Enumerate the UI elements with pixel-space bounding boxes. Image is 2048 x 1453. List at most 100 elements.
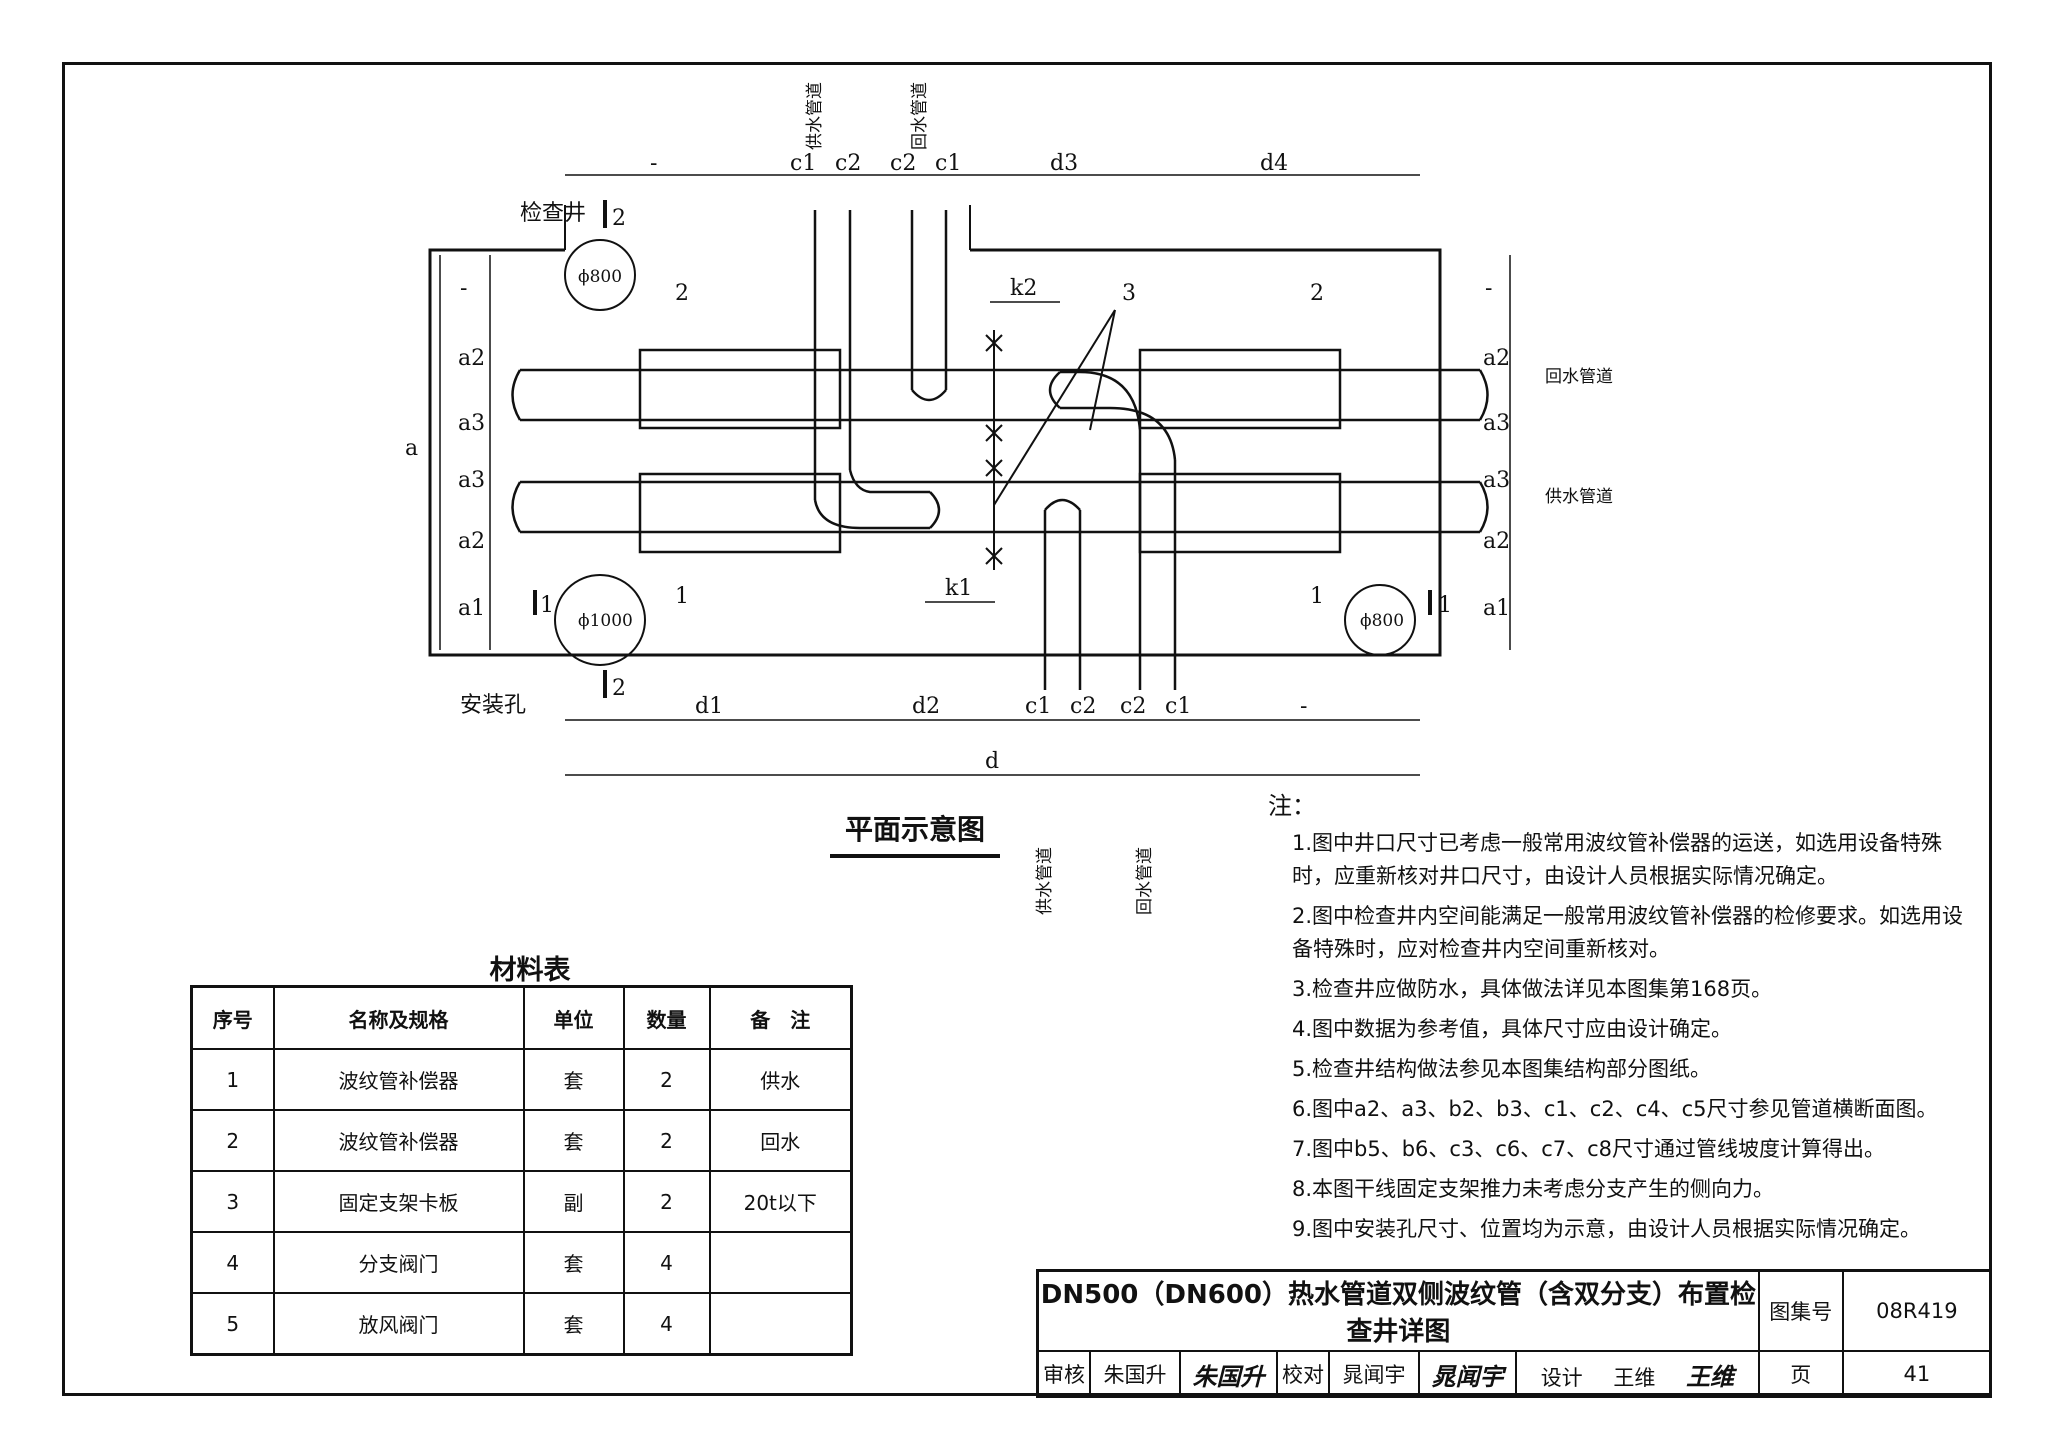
- section-mark-1-left: 1: [540, 593, 554, 618]
- page-label: 页: [1757, 1350, 1844, 1398]
- dim-right-4: a2: [1483, 529, 1510, 554]
- cell-name: 固定支架卡板: [272, 1170, 525, 1233]
- compensator-supply-left: [638, 472, 842, 554]
- callout-2-right: 2: [1310, 281, 1324, 306]
- dim-top-0: -: [650, 151, 657, 176]
- reviewer-signature: 朱国升: [1179, 1350, 1278, 1398]
- header-name: 名称及规格: [272, 985, 525, 1050]
- header-remark: 备 注: [708, 985, 853, 1050]
- dim-top-1: c1: [790, 151, 816, 176]
- cell-name: 分支阀门: [272, 1231, 525, 1294]
- section-mark-2-bottom: 2: [612, 676, 626, 701]
- dim-bottom-5: c1: [1165, 694, 1191, 719]
- header-unit: 单位: [522, 985, 625, 1050]
- table-row: 2 波纹管补偿器 套 2 回水: [190, 1109, 853, 1172]
- callout-1-right: 1: [1310, 584, 1324, 609]
- check-label: 校对: [1276, 1350, 1330, 1398]
- cell-unit: 套: [522, 1048, 625, 1111]
- review-label: 审核: [1036, 1350, 1091, 1398]
- dim-right-2: a3: [1483, 411, 1510, 436]
- cell-remark: 回水: [708, 1109, 853, 1172]
- design-cells: 设计 王维 王维: [1515, 1350, 1760, 1398]
- cell-index: 5: [190, 1292, 275, 1356]
- table-row: 5 放风阀门 套 4: [190, 1292, 853, 1356]
- notes-title: 注：: [1268, 792, 1316, 820]
- dim-top-3: c2: [890, 151, 916, 176]
- dim-top-2: c2: [835, 151, 861, 176]
- supply-pipe: [511, 480, 1489, 534]
- materials-title: 材料表: [489, 955, 571, 986]
- callout-1-left: 1: [675, 584, 689, 609]
- note-item: 4.图中数据为参考值，具体尺寸应由设计确定。: [1292, 1017, 1733, 1041]
- cell-index: 1: [190, 1048, 275, 1111]
- pipe-return-label: 回水管道: [1545, 367, 1613, 387]
- design-label: 设计: [1540, 1365, 1583, 1390]
- note-item: 2.图中检查井内空间能满足一般常用波纹管补偿器的检修要求。如选用设备特殊时，应对…: [1292, 904, 1964, 961]
- callout-2-left: 2: [675, 281, 689, 306]
- atlas-no: 08R419: [1841, 1269, 1993, 1352]
- cell-unit: 套: [522, 1292, 625, 1356]
- hole-large: ϕ1000: [578, 611, 633, 631]
- well-label: 检查井: [520, 201, 586, 226]
- dim-right-1: a2: [1483, 346, 1510, 371]
- cell-qty: 4: [622, 1231, 711, 1294]
- branch-top-return-label: 回水管道: [910, 82, 930, 150]
- dim-left-outer: a: [405, 436, 418, 461]
- cell-name: 波纹管补偿器: [272, 1048, 525, 1111]
- callout-3: 3: [1122, 281, 1136, 306]
- note-item: 8.本图干线固定支架推力未考虑分支产生的侧向力。: [1292, 1177, 1775, 1201]
- dim-total: d: [985, 749, 999, 774]
- dim-left-4: a2: [458, 529, 485, 554]
- table-row: 3 固定支架卡板 副 2 20t以下: [190, 1170, 853, 1233]
- dim-bottom-1: d2: [912, 694, 940, 719]
- branch-top-supply: [813, 210, 941, 530]
- note-item: 7.图中b5、b6、c3、c6、c7、c8尺寸通过管线坡度计算得出。: [1292, 1137, 1886, 1161]
- notes-block: 注： 1.图中井口尺寸已考虑一般常用波纹管补偿器的运送，如选用设备特殊时，应重新…: [1268, 786, 1968, 1253]
- compensator-supply-right: [1138, 472, 1342, 554]
- cell-qty: 2: [622, 1109, 711, 1172]
- note-item: 6.图中a2、a3、b2、b3、c1、c2、c4、c5尺寸参见管道横断面图。: [1292, 1097, 1938, 1121]
- drawing-title: DN500（DN600）热水管道双侧波纹管（含双分支）布置检查井详图: [1036, 1269, 1760, 1352]
- cell-remark: 供水: [708, 1048, 853, 1111]
- dim-k1: k1: [945, 576, 972, 601]
- dim-bottom-2: c1: [1025, 694, 1051, 719]
- cell-unit: 副: [522, 1170, 625, 1233]
- cell-unit: 套: [522, 1109, 625, 1172]
- compensator-return-right: [1138, 348, 1342, 430]
- note-item: 5.检查井结构做法参见本图集结构部分图纸。: [1292, 1057, 1712, 1081]
- hole-small-top: ϕ800: [578, 267, 622, 287]
- checker: 晁闻宇: [1328, 1350, 1420, 1398]
- branch-top-supply-label: 供水管道: [805, 82, 825, 150]
- dim-bottom-3: c2: [1070, 694, 1096, 719]
- branch-bottom-return-label: 回水管道: [1135, 847, 1155, 915]
- hole-small-bottom: ϕ800: [1360, 611, 1404, 631]
- table-row: 1 波纹管补偿器 套 2 供水: [190, 1048, 853, 1111]
- compensator-return-left: [638, 348, 842, 430]
- dim-left-5: a1: [458, 596, 485, 621]
- install-hole-bottom-left: [554, 574, 646, 666]
- cell-qty: 2: [622, 1170, 711, 1233]
- dim-top-4: c1: [935, 151, 961, 176]
- note-item: 3.检查井应做防水，具体做法详见本图集第168页。: [1292, 977, 1773, 1001]
- cell-unit: 套: [522, 1231, 625, 1294]
- install-hole-bottom-right: [1344, 584, 1416, 656]
- designer-signature: 王维: [1686, 1361, 1735, 1391]
- dim-left-3: a3: [458, 468, 485, 493]
- dim-bottom-4: c2: [1120, 694, 1146, 719]
- install-hole-top-left: [564, 239, 636, 311]
- fixed-support-marks: [985, 309, 1116, 570]
- header-qty: 数量: [622, 985, 711, 1050]
- cell-qty: 4: [622, 1292, 711, 1356]
- cell-remark: [708, 1292, 853, 1356]
- table-row: 4 分支阀门 套 4: [190, 1231, 853, 1294]
- branch-bottom-supply-label: 供水管道: [1035, 847, 1055, 915]
- dim-left-2: a3: [458, 411, 485, 436]
- cell-remark: 20t以下: [708, 1170, 853, 1233]
- dim-bottom-6: -: [1300, 694, 1307, 719]
- branch-bottom-supply: [1043, 498, 1082, 690]
- reviewer: 朱国升: [1089, 1350, 1181, 1398]
- header-index: 序号: [190, 985, 275, 1050]
- dimension-lines: [439, 174, 1511, 776]
- well-outline: [428, 248, 1442, 657]
